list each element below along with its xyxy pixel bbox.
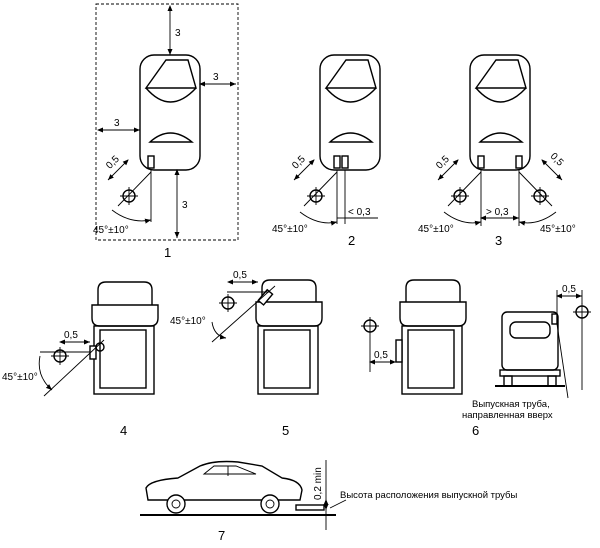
- clearance-boundary: [95, 3, 239, 241]
- dim-top: 3: [175, 28, 181, 39]
- figure-number: 1: [164, 245, 171, 260]
- exhaust-pipe-right: [341, 155, 349, 169]
- note-line-2: направленная вверх: [462, 410, 553, 421]
- dim-angle: 45°±10°: [93, 225, 129, 236]
- wheel-rear: [260, 494, 280, 514]
- figure-1: 3 3 3 3 0,5 45°±10° 1: [93, 3, 239, 260]
- exhaust-pipe: [295, 504, 325, 511]
- dim-probe-right: 0,5: [548, 151, 566, 169]
- dim-left: 3: [114, 118, 120, 129]
- figure-2: 0,5 45°±10° < 0,3 2: [272, 54, 381, 248]
- dim-angle: 45°±10°: [2, 372, 38, 383]
- figure-6: 0,5 6: [361, 279, 479, 438]
- exhaust-pipe-left: [333, 155, 341, 169]
- exhaust-pipe: [147, 155, 155, 169]
- dim-angle: 45°±10°: [170, 316, 206, 327]
- dim-probe: 0,5: [374, 350, 388, 361]
- car-top-view: [139, 54, 201, 171]
- dim-angle-right: 45°±10°: [540, 224, 576, 235]
- truck-rear-view: [89, 281, 159, 395]
- truck-rear-view: [255, 279, 323, 395]
- bus-side-view: [495, 311, 565, 387]
- exhaust-pipe-left: [477, 155, 485, 169]
- dim-angle: 45°±10°: [272, 224, 308, 235]
- figure-3: 0,5 45°±10° 0,5 45°±10° > 0,3 3: [418, 54, 576, 248]
- exhaust-pipe: [395, 339, 403, 363]
- figure-5: 0,5 45°±10° 5: [170, 270, 323, 438]
- car-side-view: [145, 460, 325, 514]
- dim-side: 3: [213, 72, 219, 83]
- note-line-1: Выпускная труба,: [472, 399, 550, 410]
- figure-number: 2: [348, 233, 355, 248]
- car-top-view: [469, 54, 531, 171]
- figure-number: 7: [218, 528, 225, 543]
- dim-height: 0,2 min: [313, 467, 324, 500]
- figure-6b: 0,5 Выпускная труба, направленная вверх: [462, 284, 591, 421]
- dim-rear: 3: [182, 200, 188, 211]
- car-top-view: [319, 54, 381, 171]
- figure-number: 3: [495, 233, 502, 248]
- dim-spacing: > 0,3: [486, 207, 509, 218]
- figure-number: 6: [472, 423, 479, 438]
- figure-number: 5: [282, 423, 289, 438]
- exhaust-pipe-right: [515, 155, 523, 169]
- truck-rear-view: [395, 279, 467, 395]
- figure-4: 0,5 45°±10° 4: [2, 281, 159, 438]
- figure-7: 0,2 min Высота расположения выпускной тр…: [140, 460, 517, 543]
- dim-probe: 0,5: [562, 284, 576, 295]
- exhaust-pipe: [551, 313, 558, 325]
- note-height: Высота расположения выпускной трубы: [340, 490, 517, 501]
- dim-angle-left: 45°±10°: [418, 224, 454, 235]
- dim-probe: 0,5: [64, 330, 78, 341]
- figure-number: 4: [120, 423, 127, 438]
- dim-probe: 0,5: [233, 270, 247, 281]
- dim-spacing: < 0,3: [348, 207, 371, 218]
- wheel-front: [166, 494, 186, 514]
